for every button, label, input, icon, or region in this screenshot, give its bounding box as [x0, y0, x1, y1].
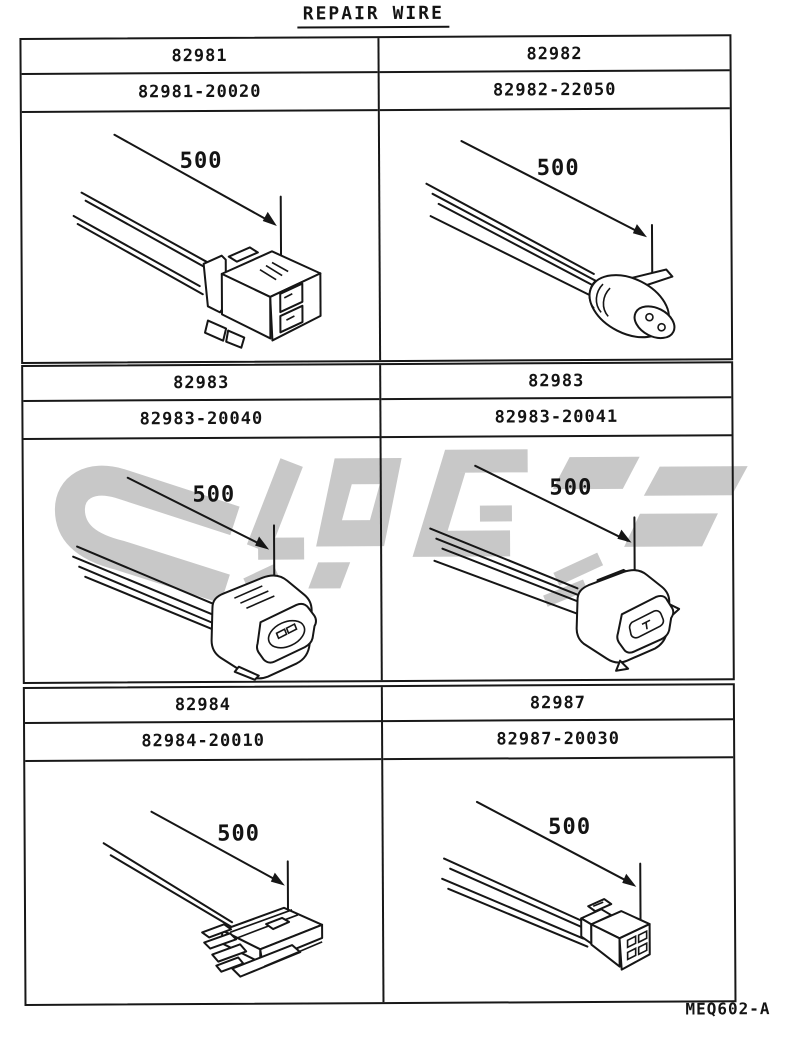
parts-table-3: 82984 82984-20010 500: [22, 683, 737, 1006]
part-cell-82984: 82984 82984-20010 500: [24, 687, 383, 1004]
part-number: 82983-20040: [23, 400, 380, 440]
wires: [425, 182, 604, 300]
dimension-label: 500: [192, 481, 235, 507]
dimension-label: 500: [217, 820, 260, 846]
parts-table-2: 82983 82983-20040 500: [21, 361, 735, 684]
dimension-label: 500: [537, 155, 580, 181]
part-cell-82981: 82981 82981-20020 500: [21, 38, 379, 362]
part-cell-82983-20040: 82983 82983-20040 500: [23, 365, 381, 682]
page-title: REPAIR WIRE: [19, 1, 727, 30]
dimension-label: 500: [180, 148, 223, 174]
part-code: 82983: [381, 363, 732, 401]
connector-body: [575, 568, 681, 672]
part-number: 82984-20010: [25, 722, 382, 762]
connector-drawing-82987: 500: [383, 758, 734, 1002]
part-code: 82982: [379, 36, 730, 74]
part-number: 82981-20020: [21, 73, 378, 113]
dimension-arrow: 500: [150, 810, 290, 912]
parts-table-1: 82981 82981-20020 500: [19, 34, 734, 364]
connector-drawing-82981: 500: [22, 111, 379, 362]
part-number: 82982-22050: [379, 71, 730, 112]
dimension-arrow: 500: [126, 476, 276, 581]
connector-drawing-82984: 500: [25, 760, 382, 1004]
part-number: 82983-20041: [381, 398, 732, 439]
part-number: 82987-20030: [383, 720, 734, 761]
wires: [102, 842, 239, 932]
part-code: 82983: [23, 365, 380, 402]
connector-body: [201, 906, 324, 978]
part-cell-82983-20041: 82983 82983-20041 500: [379, 363, 733, 681]
connector-drawing-82982: 500: [380, 109, 731, 360]
connector-body: [210, 574, 317, 681]
document-code: MEQ602-A: [685, 999, 771, 1019]
part-code: 82987: [382, 685, 734, 723]
dimension-label: 500: [549, 474, 592, 500]
dimension-label: 500: [548, 814, 591, 840]
connector-drawing-82983-20040: 500: [24, 438, 381, 682]
page-title-text: REPAIR WIRE: [297, 2, 449, 29]
connector-drawing-82983-20041: 500: [382, 436, 733, 680]
connector-body: [588, 268, 676, 340]
dimension-arrow: 500: [113, 133, 283, 267]
wires: [72, 545, 222, 634]
connector-body: [202, 246, 322, 349]
connector-body: [580, 898, 651, 971]
dimension-arrow: 500: [475, 800, 642, 922]
dimension-arrow: 500: [460, 140, 654, 283]
wires: [429, 527, 587, 616]
wires: [441, 857, 591, 948]
part-cell-82987: 82987 82987-20030 500: [380, 685, 735, 1003]
part-cell-82982: 82982 82982-22050 500: [377, 36, 732, 361]
part-code: 82984: [24, 687, 382, 724]
wires: [72, 191, 211, 296]
part-code: 82981: [21, 38, 378, 75]
